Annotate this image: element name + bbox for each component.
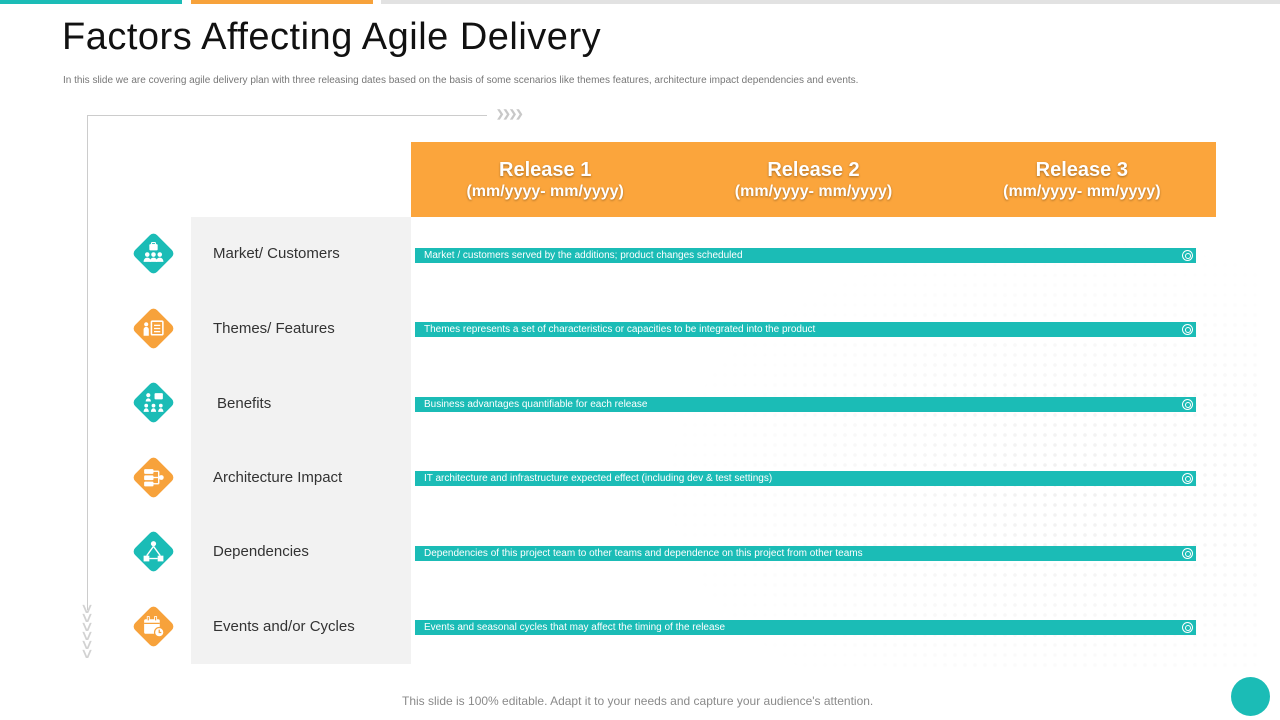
row-label-architecture-impact: Architecture Impact	[213, 469, 343, 486]
server-network-icon	[131, 455, 176, 500]
release-name: Release 2	[767, 158, 860, 181]
release-header: Release 1 (mm/yyyy- mm/yyyy) Release 2 (…	[411, 142, 1216, 217]
factor-bar-events-cycles: Events and seasonal cycles that may affe…	[415, 620, 1196, 635]
release-name: Release 1	[499, 158, 592, 181]
chevron-down-icon: ∨∨∨∨∨∨	[79, 600, 95, 661]
customers-icon	[131, 231, 176, 276]
release-dates: (mm/yyyy- mm/yyyy)	[1003, 182, 1161, 200]
row-label-benefits: Benefits	[217, 395, 272, 412]
row-label-market-customers: Market/ Customers	[213, 245, 340, 262]
frame-line-top	[87, 115, 487, 116]
target-icon	[1182, 399, 1193, 410]
factor-bar-architecture-impact: IT architecture and infrastructure expec…	[415, 471, 1196, 486]
bar-text: Dependencies of this project team to oth…	[424, 548, 863, 559]
row-label-events-cycles: Events and/or Cycles	[213, 618, 355, 635]
target-icon	[1182, 622, 1193, 633]
slide-subtitle: In this slide we are covering agile deli…	[63, 75, 859, 86]
chevron-right-icon: ❯❯❯❯	[496, 109, 523, 120]
target-icon	[1182, 473, 1193, 484]
bar-text: Events and seasonal cycles that may affe…	[424, 622, 726, 633]
bar-text: Market / customers served by the additio…	[424, 250, 743, 261]
top-accent-orange	[191, 0, 373, 4]
release-dates: (mm/yyyy- mm/yyyy)	[734, 182, 893, 200]
footer-note: This slide is 100% editable. Adapt it to…	[402, 694, 874, 708]
bar-text: Business advantages quantifiable for eac…	[424, 399, 648, 410]
corner-decoration	[1231, 677, 1270, 716]
slide-title: Factors Affecting Agile Delivery	[62, 16, 602, 58]
bar-text: Themes represents a set of characteristi…	[424, 324, 816, 335]
presentation-icon	[131, 306, 176, 351]
release-name: Release 3	[1035, 158, 1128, 181]
target-icon	[1182, 250, 1193, 261]
top-accent-teal	[0, 0, 182, 4]
release-dates: (mm/yyyy- mm/yyyy)	[466, 182, 624, 200]
frame-line-left	[87, 115, 88, 610]
factor-bar-themes-features: Themes represents a set of characteristi…	[415, 322, 1196, 337]
release-column-3: Release 3 (mm/yyyy- mm/yyyy)	[948, 142, 1216, 217]
target-icon	[1182, 324, 1193, 335]
factor-bar-dependencies: Dependencies of this project team to oth…	[415, 546, 1196, 561]
halftone-decoration	[620, 210, 1260, 670]
release-column-2: Release 2 (mm/yyyy- mm/yyyy)	[679, 142, 947, 217]
hierarchy-icon	[131, 529, 176, 574]
release-column-1: Release 1 (mm/yyyy- mm/yyyy)	[411, 142, 679, 217]
calendar-clock-icon	[131, 604, 176, 649]
team-benefits-icon	[131, 380, 176, 425]
bar-text: IT architecture and infrastructure expec…	[424, 473, 773, 484]
top-accent-grey	[381, 0, 1280, 4]
label-column	[191, 217, 411, 664]
target-icon	[1182, 548, 1193, 559]
row-label-dependencies: Dependencies	[213, 543, 309, 560]
factor-bar-market-customers: Market / customers served by the additio…	[415, 248, 1196, 263]
factor-bar-benefits: Business advantages quantifiable for eac…	[415, 397, 1196, 412]
row-label-themes-features: Themes/ Features	[213, 320, 335, 337]
